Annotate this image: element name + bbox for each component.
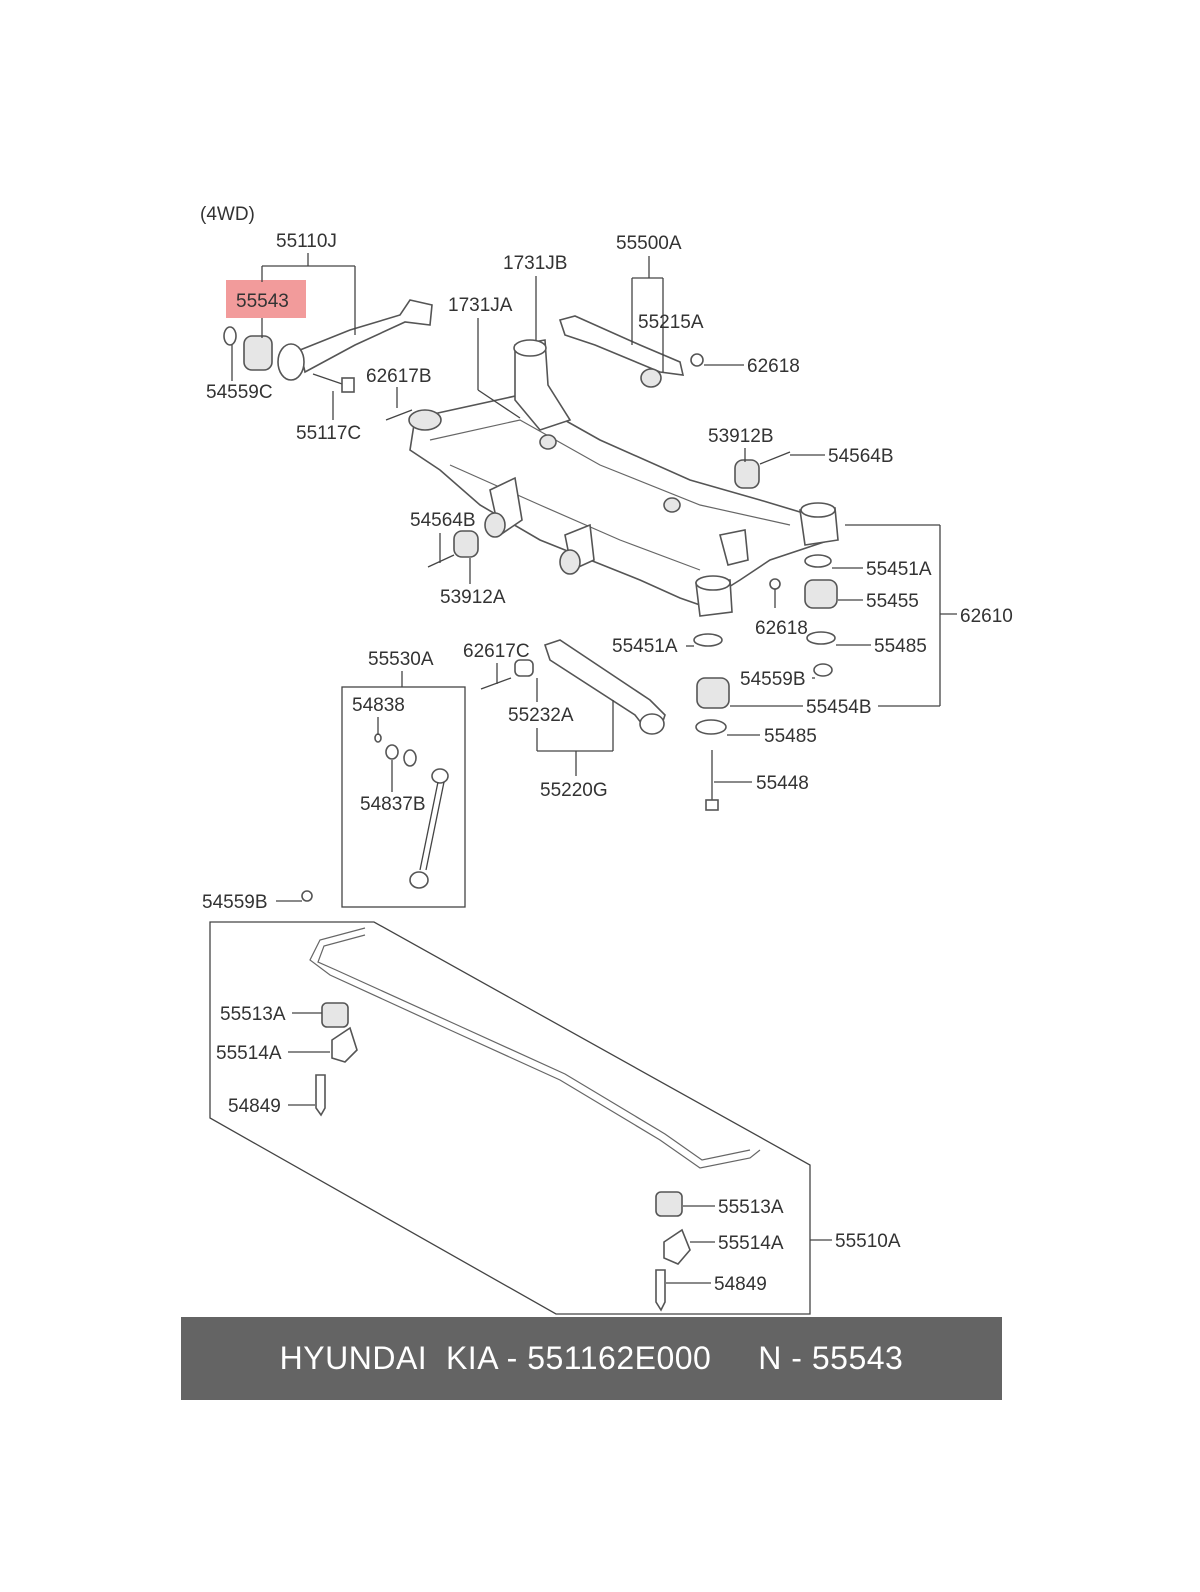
part-number: 55513A <box>220 1004 286 1025</box>
part-54837B[interactable]: 54837B <box>360 760 426 815</box>
part-number: 55500A <box>616 233 682 254</box>
stabilizer-link-illustration <box>301 733 449 902</box>
part-55117C[interactable]: 55117C <box>296 391 361 444</box>
part-number: 1731JA <box>448 295 513 316</box>
part-62617C[interactable]: 62617C <box>463 641 530 684</box>
part-number: 62618 <box>755 618 808 639</box>
part-62618-top[interactable]: 62618 <box>704 356 800 377</box>
part-62610[interactable]: 62610 <box>845 524 1013 707</box>
part-number: 55215A <box>638 312 704 333</box>
part-53912B[interactable]: 53912B <box>708 426 774 462</box>
part-55451A-mid[interactable]: 55451A <box>612 636 694 657</box>
part-number: 54559B <box>202 892 268 913</box>
part-1731JB[interactable]: 1731JB <box>503 253 567 340</box>
upper-arm-illustration <box>223 299 433 393</box>
part-55232A[interactable]: 55232A <box>508 678 574 726</box>
part-number: 54837B <box>360 794 426 815</box>
caption-text: HYUNDAI KIA - 551162E000 N - 55543 <box>279 1340 904 1376</box>
part-number: 55110J <box>276 231 337 252</box>
part-number: 55513A <box>718 1197 784 1218</box>
part-number: 62618 <box>747 356 800 377</box>
highlight-box <box>226 280 306 318</box>
part-number: 62610 <box>960 606 1013 627</box>
part-number: 55232A <box>508 705 574 726</box>
caption-bar: HYUNDAI KIA - 551162E000 N - 55543 <box>181 1317 1002 1400</box>
part-54559B-left[interactable]: 54559B <box>202 892 302 913</box>
part-54559C[interactable]: 54559C <box>206 345 273 403</box>
part-54849-right[interactable]: 54849 <box>666 1274 767 1295</box>
part-number: 55455 <box>866 591 919 612</box>
lower-arm-illustration <box>514 639 666 735</box>
part-number: 1731JB <box>503 253 567 274</box>
part-55215A[interactable]: 55215A <box>638 312 704 333</box>
part-number: 55510A <box>835 1231 901 1252</box>
crossmember-illustration <box>408 339 839 617</box>
part-55485-upper[interactable]: 55485 <box>836 636 927 657</box>
part-number: 55454B <box>806 697 872 718</box>
trailing-arm-illustration <box>558 315 704 388</box>
part-number: 53912B <box>708 426 774 447</box>
part-55485-lower[interactable]: 55485 <box>727 726 817 747</box>
part-number: 55485 <box>874 636 927 657</box>
part-number: 53912A <box>440 587 506 608</box>
part-55514A-left[interactable]: 55514A <box>216 1043 330 1064</box>
part-54849-left[interactable]: 54849 <box>228 1096 315 1117</box>
part-1731JA[interactable]: 1731JA <box>448 295 521 419</box>
stabilizer-assembly-frame <box>209 921 811 1315</box>
part-number: 54559C <box>206 382 273 403</box>
part-number: 55514A <box>718 1233 784 1254</box>
part-number: 62617B <box>366 366 432 387</box>
part-number: 54838 <box>352 695 405 716</box>
part-number: 62617C <box>463 641 530 662</box>
part-55451A-right[interactable]: 55451A <box>832 559 932 580</box>
part-number: 54559B <box>740 669 806 690</box>
part-54564B-left[interactable]: 54564B <box>410 510 476 563</box>
part-number: 55514A <box>216 1043 282 1064</box>
part-55220G[interactable]: 55220G <box>536 700 614 801</box>
part-number: 55220G <box>540 780 608 801</box>
part-55500A[interactable]: 55500A <box>616 233 682 372</box>
part-number: 54849 <box>714 1274 767 1295</box>
stabilizer-bar-illustration <box>309 927 761 1312</box>
part-number: 55485 <box>764 726 817 747</box>
part-55530A[interactable]: 55530A <box>368 649 434 687</box>
part-55513A-left[interactable]: 55513A <box>220 1004 322 1025</box>
part-55455[interactable]: 55455 <box>838 591 919 612</box>
part-55448[interactable]: 55448 <box>714 773 809 794</box>
part-number: 55530A <box>368 649 434 670</box>
part-number: 55451A <box>612 636 678 657</box>
bushing-stack-illustration <box>385 409 838 811</box>
part-55514A-right[interactable]: 55514A <box>690 1233 784 1254</box>
part-54559B-mid[interactable]: 54559B <box>740 669 815 690</box>
part-62618-mid[interactable]: 62618 <box>755 618 808 639</box>
part-62617B[interactable]: 62617B <box>366 366 432 408</box>
part-number: 55543 <box>236 291 289 312</box>
part-55513A-right[interactable]: 55513A <box>683 1197 784 1218</box>
part-55110J[interactable]: 55110J <box>261 231 356 335</box>
part-54564B-right[interactable]: 54564B <box>790 446 894 467</box>
part-number: 55448 <box>756 773 809 794</box>
part-55510A[interactable]: 55510A <box>810 1231 901 1252</box>
part-55543-highlighted[interactable]: 55543 <box>236 291 289 338</box>
part-number: 55117C <box>296 423 361 444</box>
part-number: 54564B <box>828 446 894 467</box>
part-number: 55451A <box>866 559 932 580</box>
part-55454B[interactable]: 55454B <box>730 697 872 718</box>
part-54838[interactable]: 54838 <box>352 695 405 735</box>
variant-label: (4WD) <box>200 204 255 225</box>
part-number: 54564B <box>410 510 476 531</box>
stabilizer-link-frame <box>341 686 466 908</box>
part-53912A[interactable]: 53912A <box>440 558 506 608</box>
part-number: 54849 <box>228 1096 281 1117</box>
